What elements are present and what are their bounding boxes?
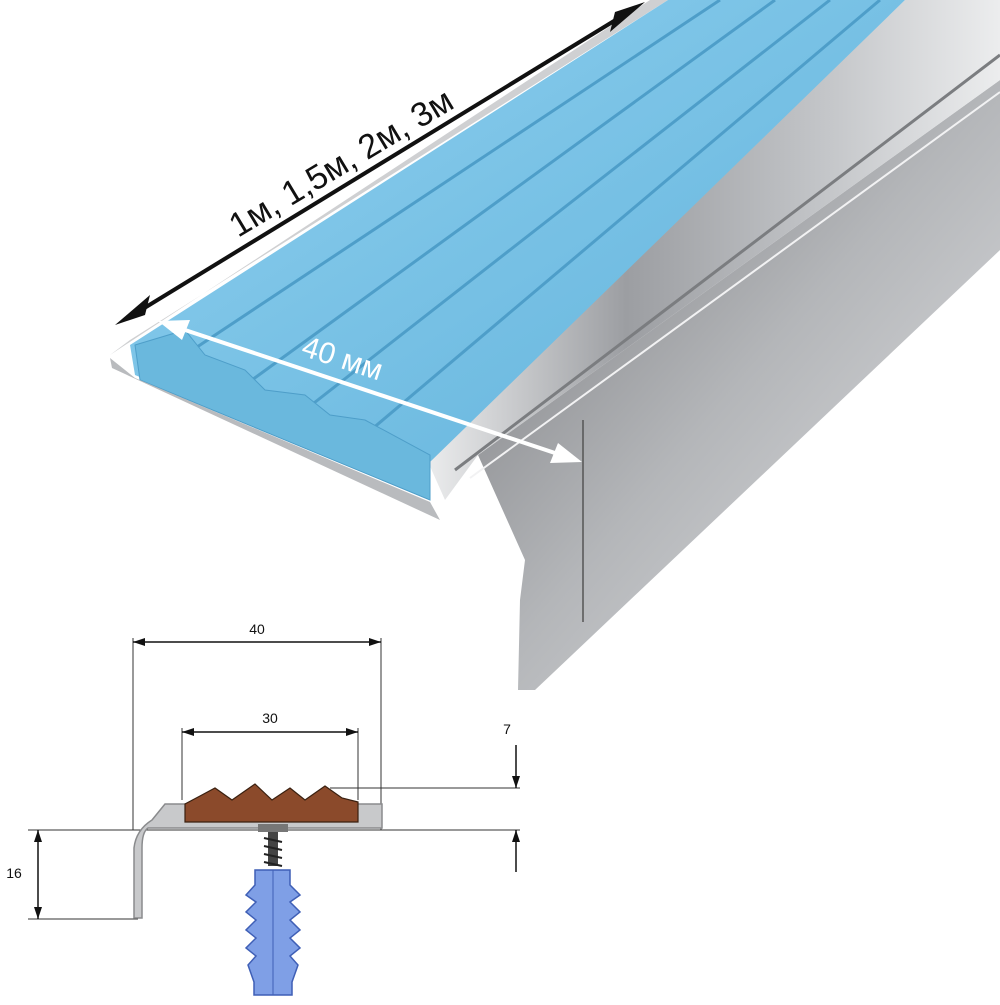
stair-nosing-photo: 1м, 1,5м, 2м, 3м 40 мм xyxy=(110,0,1000,690)
insert-end-face xyxy=(134,329,431,501)
section-insert xyxy=(184,783,359,823)
length-arrow xyxy=(115,2,645,325)
width-arrow xyxy=(158,320,582,463)
groove-line xyxy=(454,53,1000,472)
insert-ridges xyxy=(184,0,881,437)
dim-insert-width: 30 xyxy=(262,710,278,726)
profile-front-leg xyxy=(478,80,1000,690)
dim-total-width: 40 xyxy=(249,621,265,637)
dim-insert-thickness: 7 xyxy=(503,721,511,737)
screw xyxy=(258,824,288,867)
profile-base-edge xyxy=(110,358,440,520)
dim-height: 16 xyxy=(6,865,22,881)
groove-highlight xyxy=(469,91,1000,479)
profile-nosing-lip xyxy=(425,0,1000,500)
cross-section-drawing: 40 30 7 16 xyxy=(6,621,520,996)
